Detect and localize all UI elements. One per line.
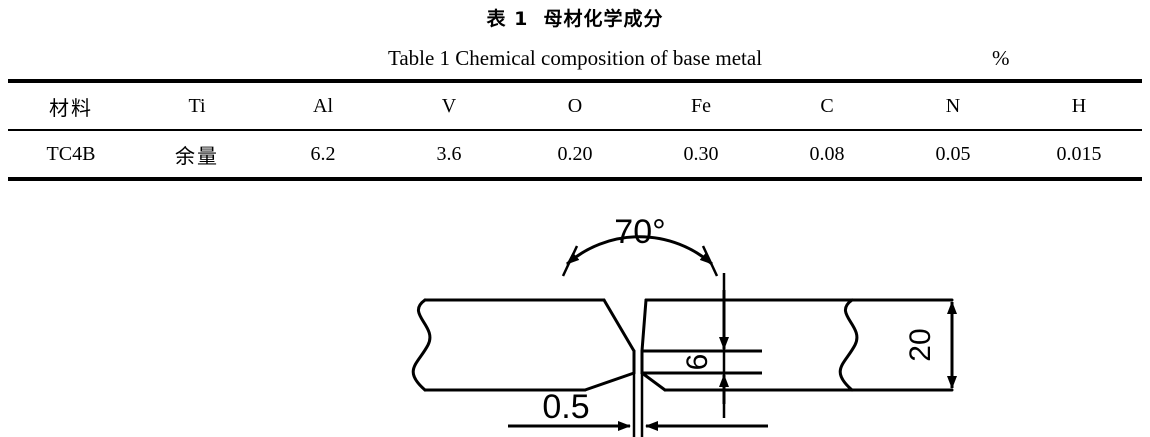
table-title-row: Table 1 Chemical composition of base met…: [0, 43, 1150, 79]
table-bottom-rule: [8, 177, 1142, 181]
column-header-fe: Fe: [691, 94, 711, 117]
column-header-c: C: [820, 94, 834, 117]
cell-al: 6.2: [310, 142, 336, 165]
table-header-row: 材料 Ti Al V O Fe C N H: [8, 83, 1142, 129]
column-header-ti: Ti: [188, 94, 206, 117]
cell-fe: 0.30: [683, 142, 719, 165]
column-header-n: N: [945, 94, 961, 117]
column-header-material: 材料: [49, 95, 93, 120]
cell-n: 0.05: [935, 142, 971, 165]
groove-angle-right-leader: [701, 245, 719, 277]
column-header-h: H: [1071, 94, 1087, 117]
root-gap-dimension: [508, 373, 768, 437]
right-back-bevel-face: [640, 371, 667, 392]
cell-c: 0.08: [809, 142, 845, 165]
right-groove-bevel-face: [640, 298, 648, 353]
weld-joint-figure: 70° 6 20 0.5: [0, 218, 1150, 437]
left-back-bevel-face: [583, 371, 636, 392]
table-top-rule: [8, 79, 1142, 83]
table-row: TC4B 余量 6.2 3.6 0.20 0.30 0.08 0.05 0.01…: [8, 131, 1142, 177]
left-plate-break-line: [411, 298, 432, 392]
table-block: 表 1 母材化学成分 Table 1 Chemical composition …: [0, 0, 1150, 181]
column-header-o: O: [567, 94, 583, 117]
cell-material: TC4B: [46, 142, 96, 165]
composition-table: 材料 Ti Al V O Fe C N H: [8, 83, 1142, 129]
root-gap-label: 0.5: [542, 388, 589, 426]
cell-o: 0.20: [557, 142, 593, 165]
table-header-rule: [8, 129, 1142, 131]
table-unit-label: %: [992, 46, 1010, 70]
right-plate-break-line: [838, 298, 859, 392]
groove-angle-left-leader: [561, 245, 579, 277]
left-groove-bevel-face: [602, 298, 636, 353]
groove-angle-label: 70°: [614, 218, 665, 251]
weld-joint-drawing: 70° 6 20 0.5: [411, 218, 957, 437]
groove-angle-arc: [566, 235, 713, 266]
plate-thickness-label: 20: [904, 328, 937, 361]
cell-ti: 余量: [175, 143, 219, 168]
root-depth-label: 6: [681, 354, 714, 371]
plate-outline: [411, 298, 954, 392]
groove-angle-dimension: [561, 235, 719, 277]
table-title-english: Table 1 Chemical composition of base met…: [387, 46, 763, 70]
root-depth-extension-lines: [642, 273, 762, 418]
column-header-al: Al: [313, 94, 333, 117]
composition-table-body: TC4B 余量 6.2 3.6 0.20 0.30 0.08 0.05 0.01…: [8, 131, 1142, 177]
cell-v: 3.6: [436, 142, 462, 165]
cell-h: 0.015: [1056, 142, 1102, 165]
column-header-v: V: [441, 94, 457, 117]
table-title-chinese: 表 1 母材化学成分: [486, 8, 664, 30]
